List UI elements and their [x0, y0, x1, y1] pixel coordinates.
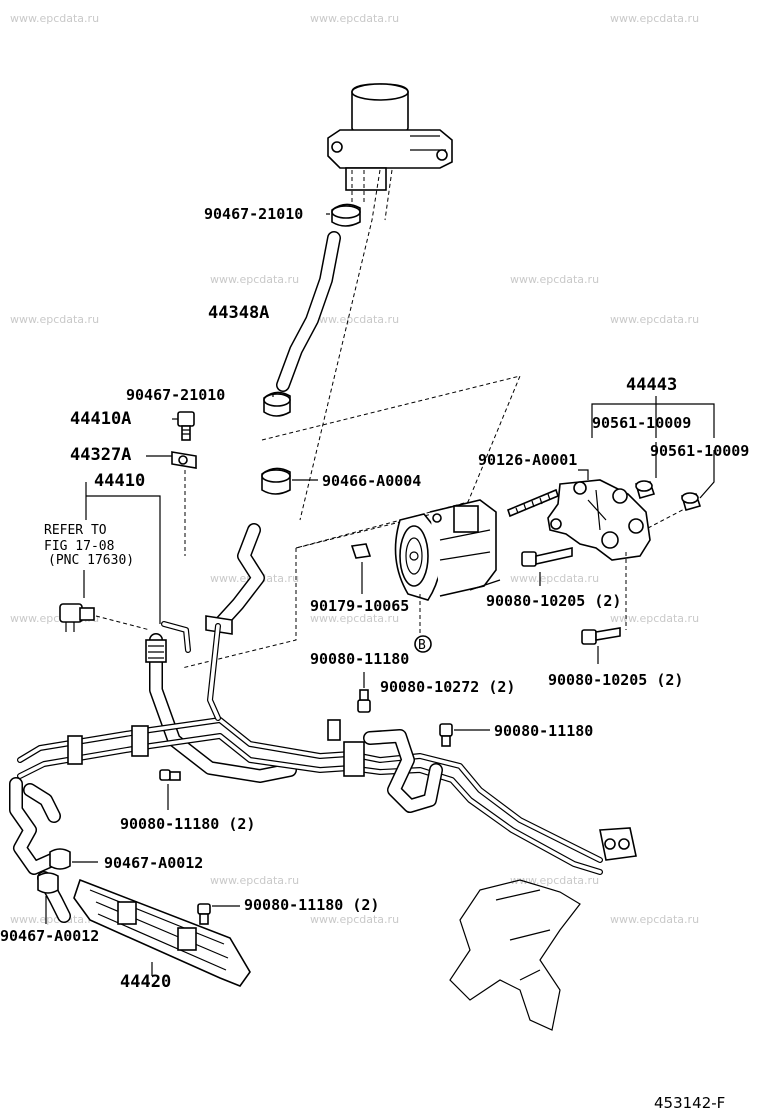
watermark-10: www.epcdata.ru	[510, 572, 599, 585]
clamp-90467-a0012-a	[49, 848, 71, 870]
nut-b	[680, 492, 702, 511]
drawing-code: 453142-F	[654, 1094, 725, 1112]
return-hose-upper	[211, 523, 265, 633]
label-44420: 44420	[120, 972, 171, 992]
watermark-3: www.epcdata.ru	[610, 12, 699, 25]
label-90080-11180-d: 90080-11180 (2)	[244, 896, 379, 914]
watermark-13: www.epcdata.ru	[610, 612, 699, 625]
gasket-44327a	[171, 451, 197, 469]
clamp-top	[331, 203, 361, 227]
stud-bolt	[507, 488, 559, 518]
bolt-90080-11180-right	[439, 723, 453, 747]
marker-b-label: B	[418, 638, 426, 653]
watermark-1: www.epcdata.ru	[10, 12, 99, 25]
panel-outline-upper	[261, 375, 521, 549]
label-90467-a0012-a: 90467-A0012	[104, 854, 203, 872]
oil-cooler-44420	[73, 878, 251, 987]
label-44410: 44410	[94, 471, 145, 491]
label-44410a: 44410A	[70, 409, 131, 429]
label-44327a: 44327A	[70, 445, 131, 465]
marker-b: B	[414, 635, 432, 653]
watermark-18: www.epcdata.ru	[610, 913, 699, 926]
label-90561-10009-a: 90561-10009	[592, 414, 691, 432]
watermark-7: www.epcdata.ru	[310, 313, 399, 326]
clamp-bottom	[263, 391, 291, 417]
refer-note-line3: (PNC 17630)	[48, 553, 134, 568]
steering-gear-outline	[449, 879, 581, 1031]
label-90080-10205-a: 90080-10205 (2)	[486, 592, 621, 610]
refer-note-line2: FIG 17-08	[44, 539, 114, 554]
refer-note-line1: REFER TO	[44, 523, 107, 538]
label-90126-a0001: 90126-A0001	[478, 451, 577, 469]
label-90080-11180-c: 90080-11180 (2)	[120, 815, 255, 833]
hose-44348a	[276, 231, 341, 392]
watermark-12: www.epcdata.ru	[310, 612, 399, 625]
label-90466-a0004: 90466-A0004	[322, 472, 421, 490]
nut-a	[634, 480, 656, 499]
bolt-90080-10205-a	[521, 547, 573, 567]
watermark-8: www.epcdata.ru	[610, 313, 699, 326]
nut-90179	[350, 543, 372, 559]
pressure-switch	[59, 603, 95, 632]
label-90467-21010-top: 90467-21010	[204, 205, 303, 223]
watermark-5: www.epcdata.ru	[510, 273, 599, 286]
clamp-90467-a0012-b	[37, 872, 59, 894]
label-90080-10205-b: 90080-10205 (2)	[548, 671, 683, 689]
label-90080-10272: 90080-10272 (2)	[380, 678, 515, 696]
label-90179-10065: 90179-10065	[310, 597, 409, 615]
cooler-pipes	[17, 623, 637, 875]
label-44348a: 44348A	[208, 303, 269, 323]
watermark-14: www.epcdata.ru	[210, 874, 299, 887]
label-90467-a0012-b: 90467-A0012	[0, 927, 99, 945]
label-90080-11180-a: 90080-11180	[310, 650, 409, 668]
label-90561-10009-b: 90561-10009	[650, 442, 749, 460]
clamp-90466	[261, 467, 291, 495]
watermark-2: www.epcdata.ru	[310, 12, 399, 25]
pump-bracket-44443	[547, 479, 651, 561]
bolt-90080-11180-lower	[197, 903, 211, 925]
watermark-4: www.epcdata.ru	[210, 273, 299, 286]
pressure-line-44410	[145, 621, 297, 783]
watermark-16: www.epcdata.ru	[10, 913, 99, 926]
watermark-6: www.epcdata.ru	[10, 313, 99, 326]
union-bolt-44410a	[177, 411, 195, 441]
reservoir-tank	[327, 83, 453, 191]
label-90467-21010-bottom: 90467-21010	[126, 386, 225, 404]
label-44443: 44443	[626, 375, 677, 395]
watermark-17: www.epcdata.ru	[310, 913, 399, 926]
panel-outline-mid	[181, 511, 441, 669]
bolt-90080-11180-left	[159, 769, 181, 781]
vane-pump	[394, 499, 501, 601]
bolt-90080-10205-b	[581, 627, 621, 645]
reservoir-dash-guide	[299, 169, 393, 521]
pressure-hose-mid	[363, 729, 443, 813]
label-90080-11180-b: 90080-11180	[494, 722, 593, 740]
bolt-90080-11180-center	[357, 689, 371, 713]
